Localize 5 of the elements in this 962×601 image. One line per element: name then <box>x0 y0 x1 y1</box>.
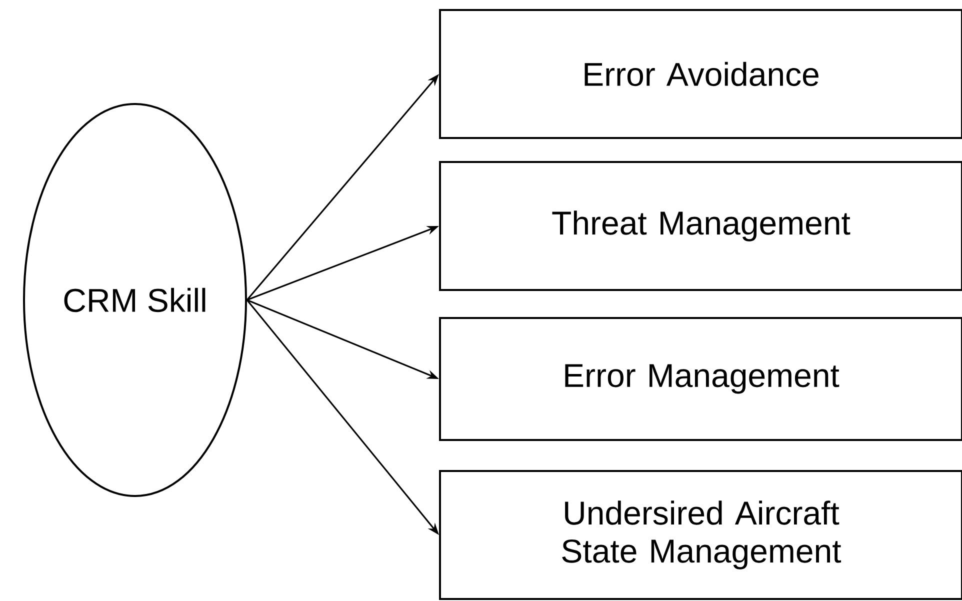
process-box: Threat Management <box>439 160 962 291</box>
process-box: Error Management <box>439 316 962 441</box>
process-box: Undersired Aircraft State Management <box>439 470 962 600</box>
process-box: Error Avoidance <box>439 8 962 139</box>
oval: CRM Skill <box>23 103 247 497</box>
